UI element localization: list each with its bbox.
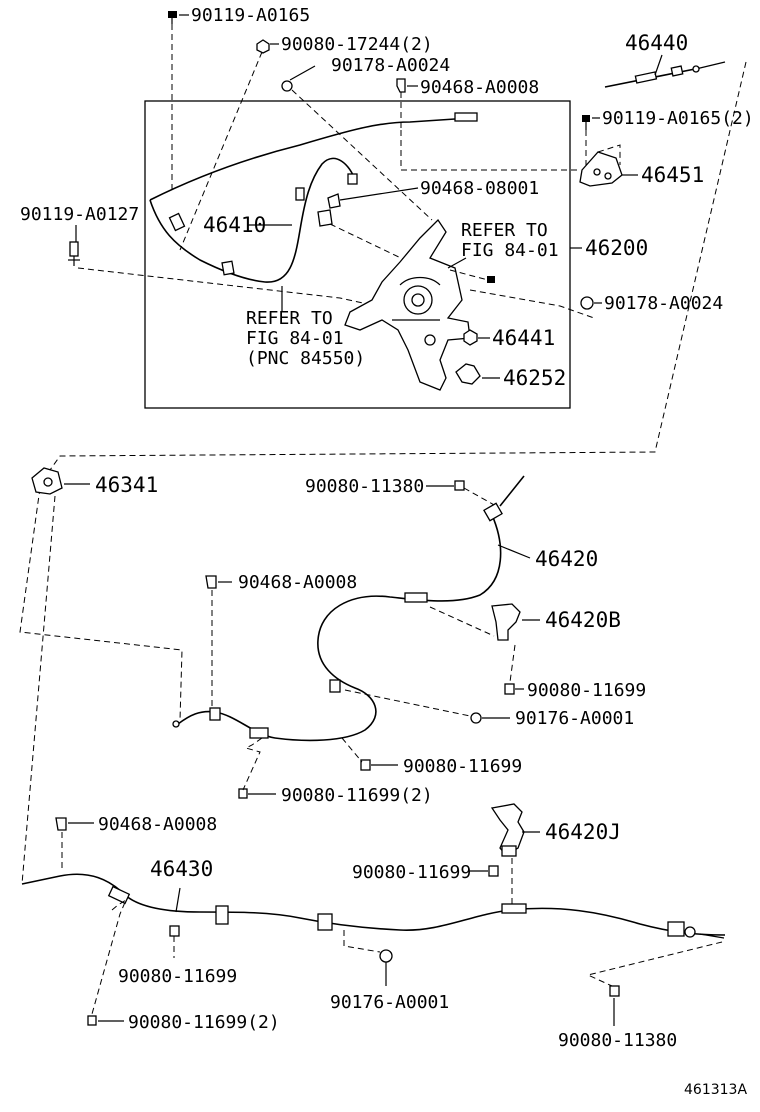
label-90119-a0165: 90119-A0165 [191,5,310,26]
label-90178-a0024-top: 90178-A0024 [331,55,450,76]
pad-46252 [455,363,481,385]
clip-90468-a0008-mid [205,575,217,589]
bolt-90080-11380-low [609,985,620,997]
label-refer-1-line2: FIG 84-01 [461,240,559,261]
bolt-90080-11699-c [488,865,499,877]
nut-46441 [463,329,478,346]
clip-90468-a0008-top [396,78,406,93]
route-line-46341-to-46430 [21,495,56,885]
label-90080-11699-d: 90080-11699 [118,966,237,987]
label-90176-a0001-low: 90176-A0001 [330,992,449,1013]
nut-90178-a0024-right [580,296,594,310]
label-46420j: 46420J [545,820,621,844]
nut-90080-17244 [256,39,270,54]
bolt-90080-11699-2-low [87,1015,97,1026]
small-clip-46410 [317,209,333,227]
label-refer-2-line1: REFER TO [246,308,333,329]
cable-46420 [172,475,525,742]
grommet-90176-a0001-mid [470,712,482,724]
bolt-90119-a0165-2 [582,115,590,130]
figure-code: 461313A [684,1082,747,1098]
bolt-90080-11699-b [360,759,371,771]
label-90119-a0165-2: 90119-A0165(2) [602,108,754,129]
label-90080-17244: 90080-17244(2) [281,34,433,55]
label-90080-11699-2-mid: 90080-11699(2) [281,785,433,806]
label-90080-11699-b: 90080-11699 [403,756,522,777]
grommet-90176-a0001-low [379,949,393,963]
clip-90468-08001 [327,193,341,209]
label-46430: 46430 [150,857,213,881]
label-46200: 46200 [585,236,648,260]
label-90080-11380-top: 90080-11380 [305,476,424,497]
bolt-46200-fastener [487,276,495,283]
label-46341: 46341 [95,473,158,497]
bracket-46341 [31,467,63,495]
bracket-46420b [491,603,521,641]
label-90080-11699-a: 90080-11699 [527,680,646,701]
nut-90178-a0024-top [281,80,293,92]
label-90468-08001: 90468-08001 [420,178,539,199]
bolt-90080-11699-d [169,925,180,937]
label-refer-2-line3: (PNC 84550) [246,348,365,369]
route-line-46341-to-clip [19,487,183,721]
label-90178-a0024-right: 90178-A0024 [604,293,723,314]
label-46410: 46410 [203,213,266,237]
label-46441: 46441 [492,326,555,350]
bolt-90080-11380-top [454,480,465,491]
label-46252: 46252 [503,366,566,390]
label-90080-11380-low: 90080-11380 [558,1030,677,1051]
bolt-90119-a0165 [168,11,177,24]
label-90176-a0001-mid: 90176-A0001 [515,708,634,729]
cable-46440 [604,61,726,88]
label-90119-a0127: 90119-A0127 [20,204,139,225]
bolt-90080-11699-2-mid [238,788,248,799]
bolt-90119-a0127 [68,241,80,266]
pedal-assembly-frame [144,100,571,409]
label-90468-a0008-mid: 90468-A0008 [238,572,357,593]
label-46440: 46440 [625,31,688,55]
label-refer-2-line2: FIG 84-01 [246,328,344,349]
label-90468-a0008-low: 90468-A0008 [98,814,217,835]
label-refer-1-line1: REFER TO [461,220,548,241]
label-46420: 46420 [535,547,598,571]
cable-46410 [149,112,478,283]
label-90468-a0008-top: 90468-A0008 [420,77,539,98]
label-90080-11699-c: 90080-11699 [352,862,471,883]
label-46420b: 46420B [545,608,621,632]
cable-46430 [21,873,726,939]
clip-90468-a0008-low [55,817,67,831]
route-line-46440-to-46341 [49,61,747,471]
bracket-46451 [579,151,623,187]
bracket-46420j [490,803,525,857]
label-46451: 46451 [641,163,704,187]
label-90080-11699-2-low: 90080-11699(2) [128,1012,280,1033]
bolt-90080-11699-a [504,683,515,695]
